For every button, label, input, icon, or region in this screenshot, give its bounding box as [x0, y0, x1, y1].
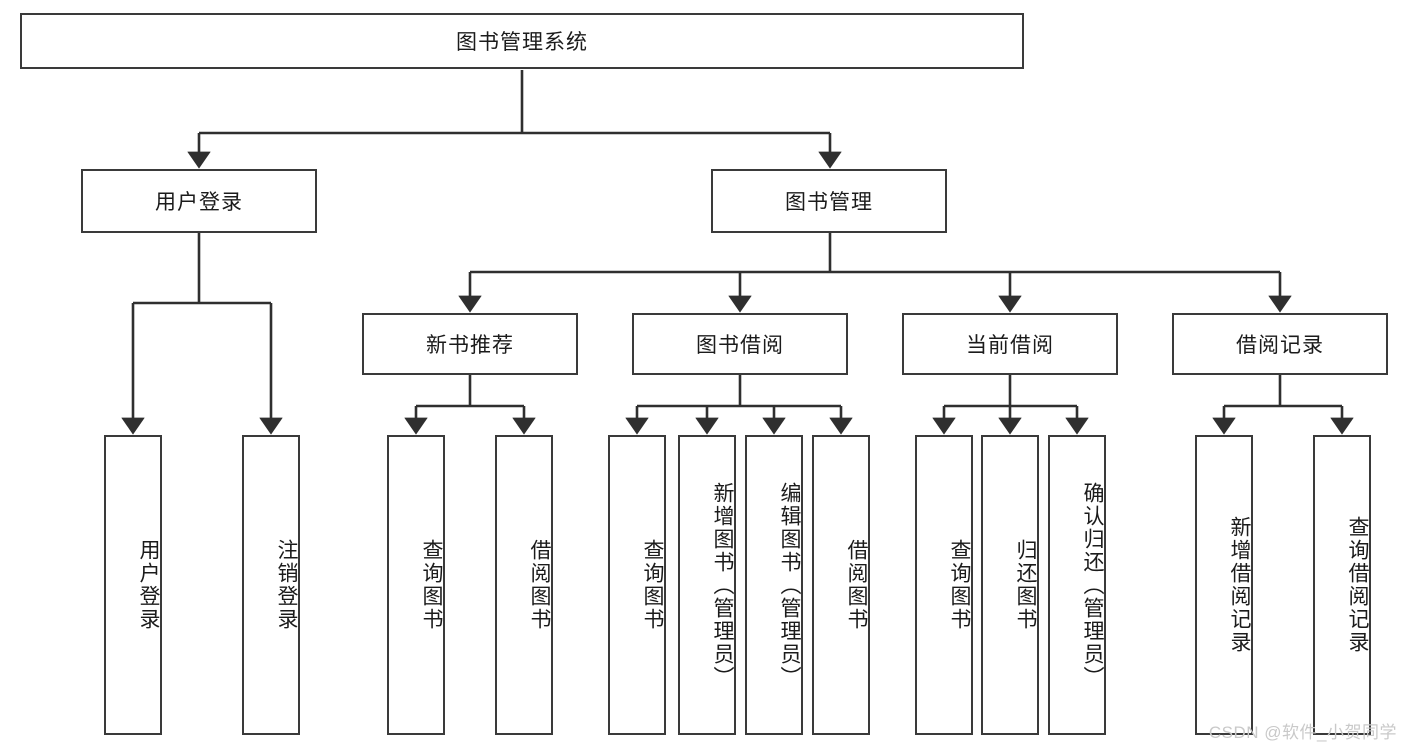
leaf-label: 确认归还（管理员）	[1081, 481, 1104, 689]
leaf-label: 查询图书	[948, 539, 971, 631]
leaf-new-book-borrow[interactable]: 借阅图书	[495, 435, 553, 735]
leaf-label: 编辑图书（管理员）	[778, 481, 801, 689]
leaf-book-borrow-add[interactable]: 新增图书（管理员）	[678, 435, 736, 735]
leaf-label: 新增借阅记录	[1228, 516, 1251, 654]
leaf-label: 用户登录	[137, 539, 160, 631]
leaf-book-borrow-query[interactable]: 查询图书	[608, 435, 666, 735]
leaf-current-borrow-return[interactable]: 归还图书	[981, 435, 1039, 735]
leaf-user-login-login[interactable]: 用户登录	[104, 435, 162, 735]
leaf-user-login-logout[interactable]: 注销登录	[242, 435, 300, 735]
leaf-current-borrow-query[interactable]: 查询图书	[915, 435, 973, 735]
leaf-new-book-query[interactable]: 查询图书	[387, 435, 445, 735]
leaf-label: 查询图书	[420, 539, 443, 631]
node-current-borrow-label: 当前借阅	[966, 334, 1054, 357]
leaf-book-borrow-edit[interactable]: 编辑图书（管理员）	[745, 435, 803, 735]
node-book-borrow[interactable]: 图书借阅	[632, 313, 848, 375]
leaf-current-borrow-confirm[interactable]: 确认归还（管理员）	[1048, 435, 1106, 735]
leaf-label: 查询借阅记录	[1346, 516, 1369, 654]
leaf-label: 新增图书（管理员）	[711, 481, 734, 689]
watermark: CSDN @软件_小贺同学	[1208, 723, 1397, 742]
leaf-borrow-record-query[interactable]: 查询借阅记录	[1313, 435, 1371, 735]
node-book-management[interactable]: 图书管理	[711, 169, 947, 233]
node-current-borrow[interactable]: 当前借阅	[902, 313, 1118, 375]
node-borrow-record[interactable]: 借阅记录	[1172, 313, 1388, 375]
leaf-label: 借阅图书	[845, 539, 868, 631]
node-book-management-label: 图书管理	[785, 191, 873, 214]
node-book-borrow-label: 图书借阅	[696, 334, 784, 357]
node-root[interactable]: 图书管理系统	[20, 13, 1024, 69]
node-new-book-recommend-label: 新书推荐	[426, 334, 514, 357]
leaf-borrow-record-add[interactable]: 新增借阅记录	[1195, 435, 1253, 735]
leaf-label: 借阅图书	[528, 539, 551, 631]
node-new-book-recommend[interactable]: 新书推荐	[362, 313, 578, 375]
node-borrow-record-label: 借阅记录	[1236, 334, 1324, 357]
leaf-book-borrow-borrow[interactable]: 借阅图书	[812, 435, 870, 735]
leaf-label: 归还图书	[1014, 539, 1037, 631]
node-user-login-label: 用户登录	[155, 191, 243, 214]
leaf-label: 查询图书	[641, 539, 664, 631]
node-root-label: 图书管理系统	[456, 31, 588, 54]
leaf-label: 注销登录	[275, 539, 298, 631]
node-user-login[interactable]: 用户登录	[81, 169, 317, 233]
